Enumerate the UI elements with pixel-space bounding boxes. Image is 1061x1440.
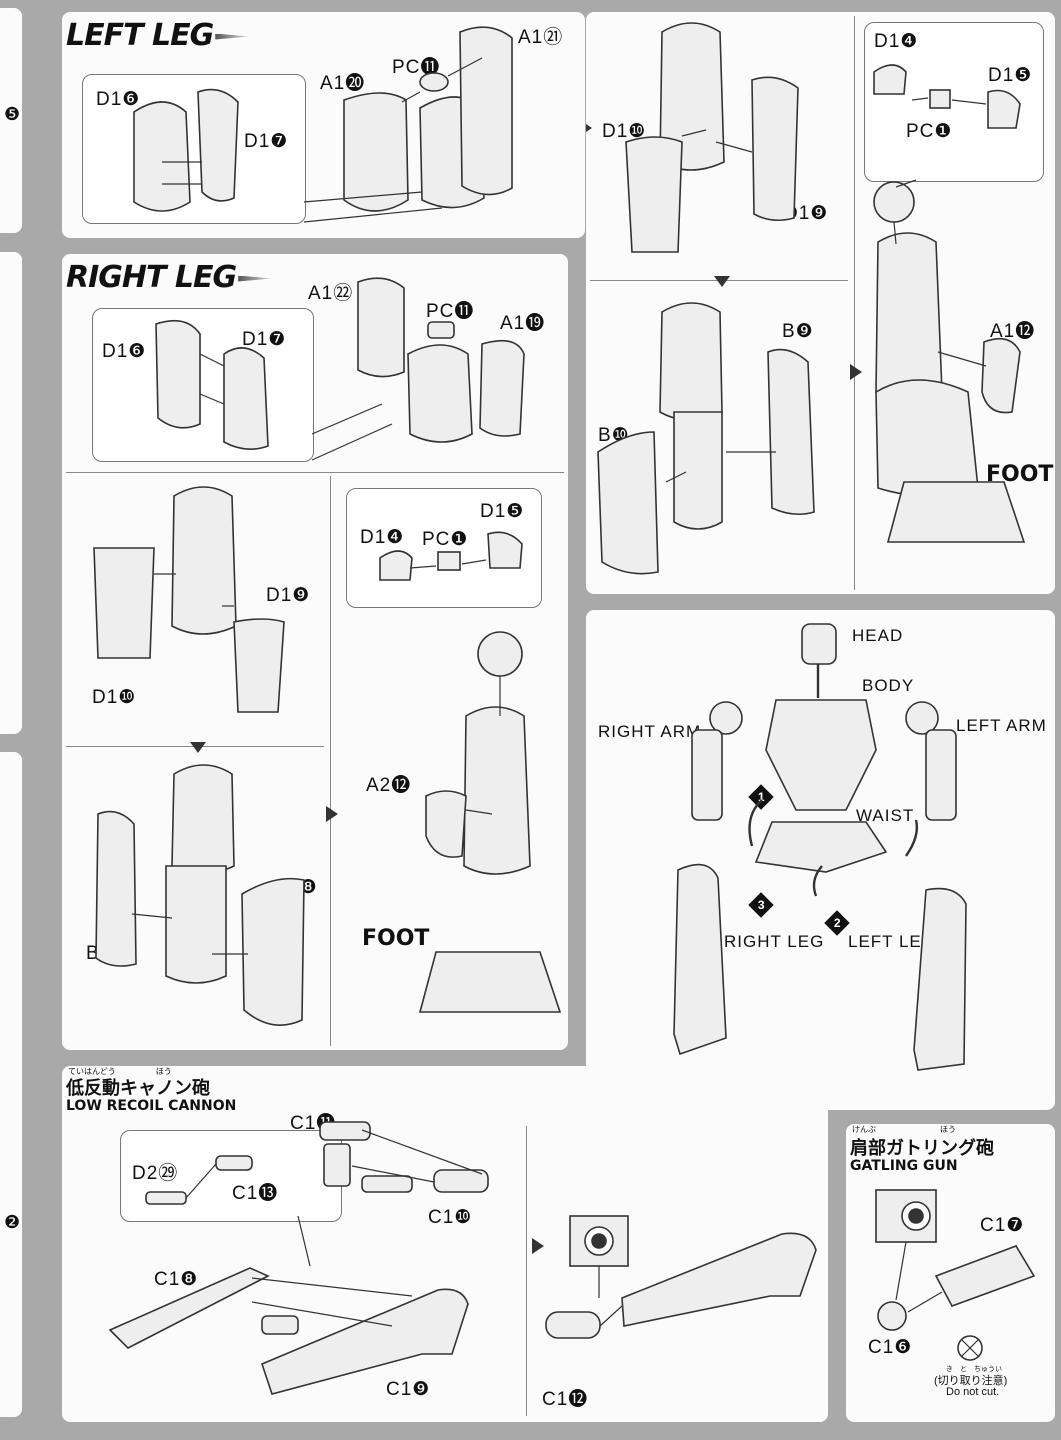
label-c18: C1❽ [154, 1269, 199, 1290]
gatling-panel: けんぶ ほう 肩部ガトリング砲 GATLING GUN C1❼ C1❻ き と … [846, 1124, 1055, 1422]
right-leg-panel: RIGHT LEG A1㉒ PC⓫ A1⓳ D1❻ D1❼ D1❾ D1❿ B❼… [62, 254, 568, 1050]
arrow-right-1 [586, 120, 592, 136]
label-body: BODY [862, 676, 915, 695]
divider-cannon [526, 1126, 527, 1416]
label-d16: D1❻ [96, 89, 141, 110]
label-left-leg: LEFT LEG [848, 932, 936, 951]
label-head: HEAD [852, 626, 904, 645]
label-a121: A1㉑ [518, 27, 564, 48]
left-leg-inset [82, 74, 306, 224]
arrow-right-rl [326, 806, 338, 822]
edge-step-2: ❷ [4, 1212, 22, 1232]
gatling-title-jp: 肩部ガトリング砲 [850, 1138, 994, 1159]
label-d229: D2㉙ [132, 1163, 179, 1184]
label-pc11: PC⓫ [392, 57, 441, 78]
divider-rl-v [330, 476, 331, 1046]
right-leg-title: RIGHT LEG [66, 260, 272, 295]
left-leg-title: LEFT LEG [66, 18, 249, 53]
label-left-arm: LEFT ARM [956, 716, 1047, 735]
label-d17: D1❼ [244, 131, 289, 152]
label-c113: C1⓭ [232, 1183, 279, 1204]
cannon-inset [120, 1130, 342, 1222]
label-right-arm: RIGHT ARM [598, 722, 702, 741]
right-leg-drawing [93, 277, 562, 1026]
right-leg-inset [92, 308, 314, 462]
label-c19: C1❾ [386, 1379, 431, 1400]
gatling-drawing [875, 1189, 1036, 1361]
edge-panel-2 [0, 252, 22, 734]
cannon-drawing [108, 1121, 817, 1395]
cannon-ruby: ていはんどう ほう [68, 1067, 172, 1076]
label-right-leg: RIGHT LEG [724, 932, 825, 951]
label-waist: WAIST [856, 806, 915, 825]
divider-rl-top [66, 472, 564, 473]
cut-jp: (切り取り注意) [934, 1375, 1008, 1387]
arrow-down-rl [190, 742, 206, 753]
label-d15: D1❺ [480, 501, 525, 522]
cannon-title-jp: 低反動キャノン砲 [66, 1078, 210, 1099]
gatling-ruby: けんぶ ほう [852, 1125, 956, 1134]
label-c16: C1❻ [868, 1337, 913, 1358]
label-pc1: PC❶ [422, 529, 469, 550]
arrow-right-2 [850, 364, 862, 380]
label-a112: A1⓬ [990, 321, 1036, 342]
label-pc11: PC⓫ [426, 301, 475, 322]
arrow-right-cannon [532, 1238, 544, 1254]
left-leg-panel: LEFT LEG D1❻ D1❼ A1⓴ PC⓫ A1㉑ [62, 12, 585, 238]
label-c17: C1❼ [980, 1215, 1025, 1236]
edge-panel-3 [0, 752, 22, 1417]
divider-v [854, 16, 855, 590]
label-a120: A1⓴ [320, 73, 366, 94]
label-pc1: PC❶ [906, 121, 953, 142]
left-leg-step-drawing [597, 22, 1026, 575]
label-d14: D1❹ [874, 31, 919, 52]
arrow-down [714, 276, 730, 287]
label-d16: D1❻ [102, 341, 147, 362]
label-d15: D1❺ [988, 65, 1033, 86]
left-leg-step-panel: D1❿ D1❾ B❾ B❿ D1❹ D1❺ PC❶ A1⓬ FOOT [586, 12, 1055, 594]
label-d17: D1❼ [242, 329, 287, 350]
label-c110: C1❿ [428, 1207, 473, 1228]
label-d14: D1❹ [360, 527, 405, 548]
edge-panel-1 [0, 8, 22, 233]
gatling-title-en: GATLING GUN [850, 1158, 958, 1174]
cannon-title-en: LOW RECOIL CANNON [66, 1098, 237, 1114]
label-a119: A1⓳ [500, 313, 546, 334]
label-d110: D1❿ [602, 121, 647, 142]
label-a212: A2⓬ [366, 775, 412, 796]
label-d19: D1❾ [266, 585, 311, 606]
cut-en: Do not cut. [946, 1386, 1000, 1398]
label-foot: FOOT [362, 926, 430, 951]
label-a122: A1㉒ [308, 283, 354, 304]
label-b9: B❾ [782, 321, 814, 342]
label-d110: D1❿ [92, 687, 137, 708]
final-assembly-panel: HEAD BODY RIGHT ARM LEFT ARM WAIST RIGHT… [586, 610, 1055, 1110]
final-assembly-drawing [673, 623, 967, 1071]
cannon-panel: ていはんどう ほう 低反動キャノン砲 LOW RECOIL CANNON C1⓫… [62, 1066, 828, 1422]
cut-ruby: き と ちゅうい [946, 1366, 1002, 1373]
edge-step-5: ❺ [4, 104, 22, 124]
left-leg-parts-drawing [133, 26, 513, 223]
label-c112: C1⓬ [542, 1389, 589, 1410]
